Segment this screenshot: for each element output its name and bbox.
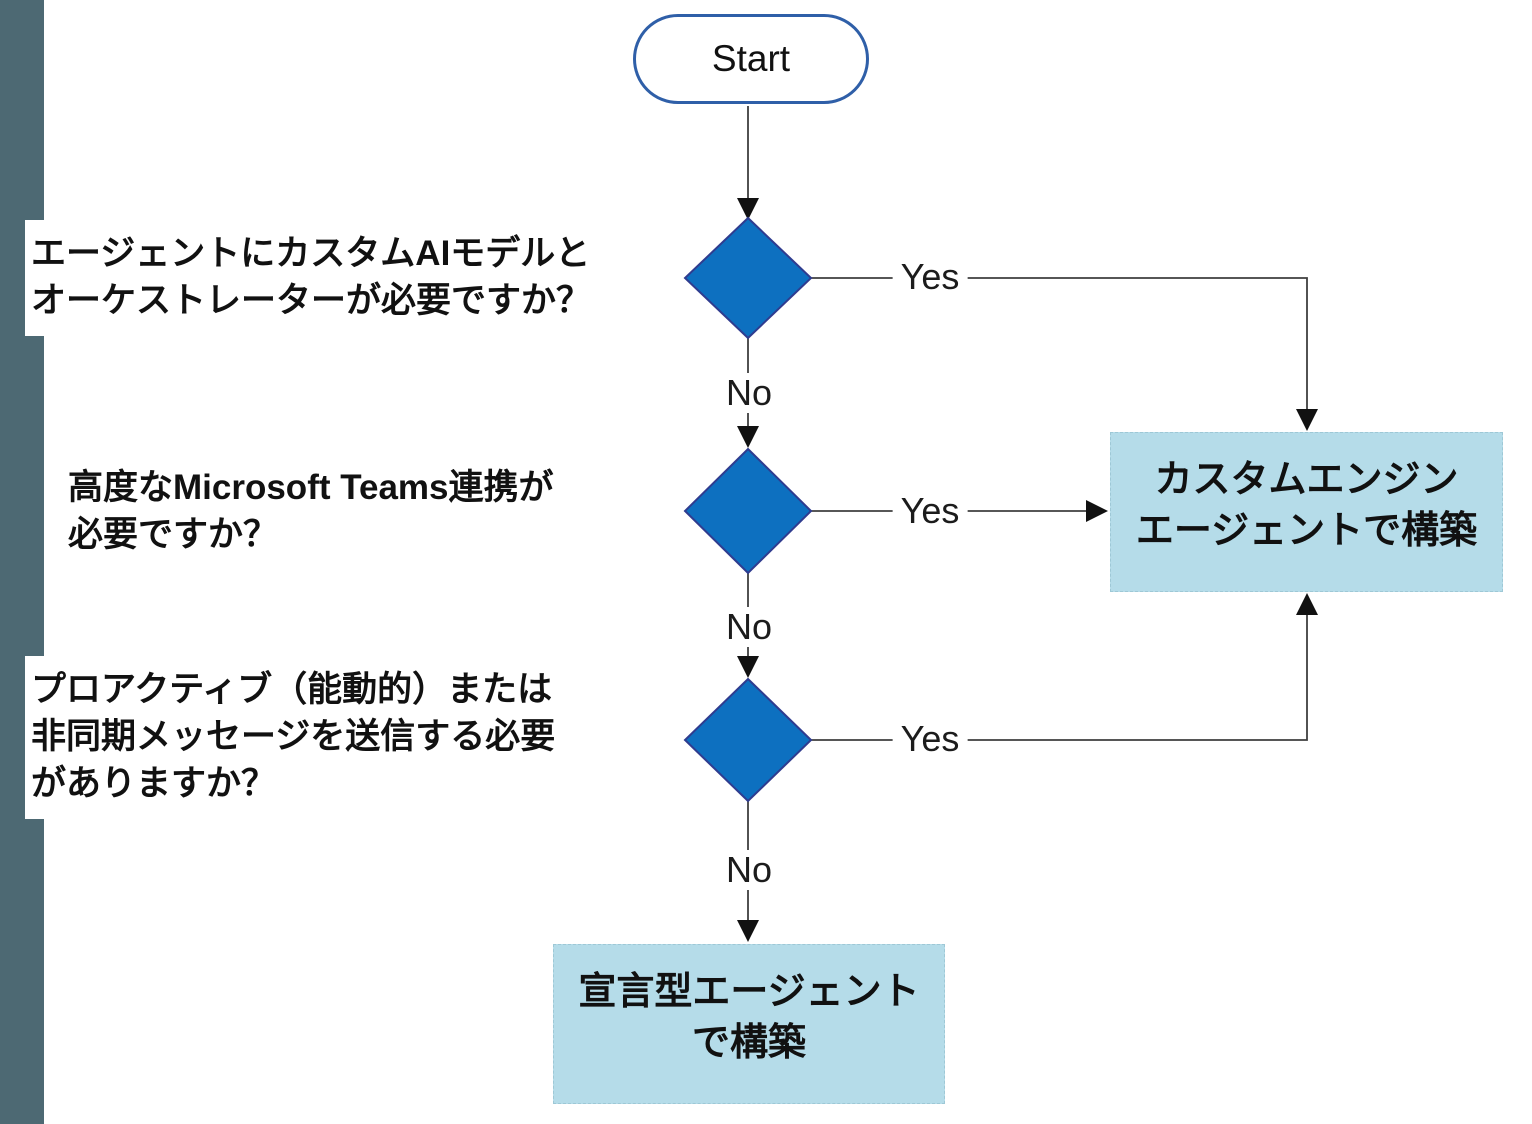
outcome-custom-engine-agent: カスタムエンジン エージェントで構築 — [1110, 432, 1503, 592]
arrowhead-down-start-to-q1 — [737, 198, 759, 220]
decision-diamond-q3 — [683, 677, 813, 803]
start-label: Start — [711, 38, 791, 79]
arrowhead-up-q3-yes — [1296, 593, 1318, 615]
left-accent-bar — [0, 0, 44, 1124]
question-1-custom-ai-model: エージェントにカスタムAIモデルと オーケストレーターが必要ですか？ — [25, 220, 608, 336]
decision-diamond-q1 — [683, 216, 813, 340]
edge-label-yes-1: Yes — [892, 257, 968, 297]
arrowhead-right-q2-yes — [1086, 500, 1108, 522]
outcome-declarative-agent: 宣言型エージェント で構築 — [553, 944, 945, 1104]
edge-label-no-2: No — [717, 607, 781, 647]
edge-label-yes-3: Yes — [892, 719, 968, 759]
arrowhead-down-q1-yes — [1296, 409, 1318, 431]
question-2-teams-integration: 高度なMicrosoft Teams連携が 必要ですか？ — [62, 452, 570, 570]
start-node: Start — [633, 14, 869, 104]
edge-label-no-3: No — [717, 850, 781, 890]
connector-q1-yes-to-custom-engine — [811, 277, 1308, 410]
arrowhead-down-q1-no — [737, 426, 759, 448]
arrowhead-down-q2-no — [737, 656, 759, 678]
question-3-proactive-messages: プロアクティブ（能動的）または 非同期メッセージを送信する必要 がありますか？ — [25, 656, 572, 819]
edge-label-yes-2: Yes — [892, 491, 968, 531]
edge-label-no-1: No — [717, 373, 781, 413]
arrowhead-down-q3-no — [737, 920, 759, 942]
connector-q3-yes-to-custom-engine — [811, 614, 1308, 741]
decision-diamond-q2 — [683, 447, 813, 575]
